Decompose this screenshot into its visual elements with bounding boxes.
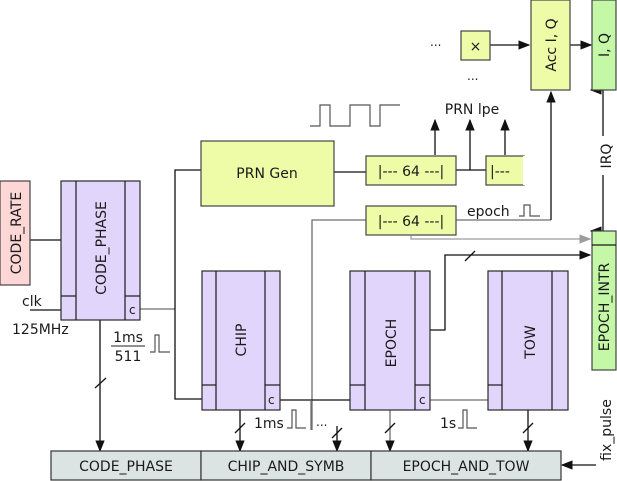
bus-field-epoch-and-tow[interactable] [370,450,562,481]
register-code-phase-label: CODE_PHASE [94,201,110,295]
bus-slash-mark [94,377,107,389]
wire-prn-chip-feed [174,169,202,400]
multiply-icon: × [470,39,482,55]
prn-waveform-icon [310,104,400,127]
pulse-icon [150,334,170,353]
pulse-icon [519,204,540,217]
register-chip[interactable]: CHIP c [201,270,281,411]
clk-label: clk [22,294,43,310]
shift-register-64-a[interactable]: |--- 64 ---| [365,155,457,186]
accumulator-iq-label: Acc I, Q [544,18,560,71]
register-code-phase[interactable]: CODE_PHASE c [60,180,141,321]
clock-port-label: c [419,393,426,407]
shift-register-partial[interactable]: |--- [485,155,525,186]
bus-slash-mark [234,422,246,434]
one-ms-label: 1ms [254,416,284,432]
pulse-icon [458,409,477,429]
shift-register-64-b-label: |--- 64 ---| [378,214,444,230]
register-iq[interactable]: I, Q [591,0,617,91]
fix-pulse-label: fix_pulse [599,399,615,461]
register-iq-label: I, Q [597,33,613,57]
bus-slash-mark [464,250,476,262]
register-code-rate-label: CODE_RATE [9,192,25,274]
register-epoch-label: EPOCH [384,319,400,368]
register-code-rate[interactable]: CODE_RATE [0,180,31,286]
shift-register-64-a-label: |--- 64 ---| [378,164,444,180]
prn-generator-label: PRN Gen [236,166,297,182]
prn-generator-block[interactable]: PRN Gen [200,140,335,207]
ellipsis-bottom: ... [316,415,327,429]
clk-frequency-label: 125MHz [12,322,69,338]
divider-numerator: 1ms [113,330,143,346]
shift-register-partial-label: |--- [490,164,510,180]
register-tow[interactable]: TOW [487,270,569,411]
status-bus: CODE_PHASE CHIP_AND_SYMB EPOCH_AND_TOW [50,450,562,481]
multiplier-block[interactable]: × [460,30,491,61]
wire-shift-to-intr [410,234,592,244]
bus-slash-mark [522,422,534,434]
bus-slash-mark [331,427,343,439]
bus-field-chip-and-symb[interactable] [200,450,372,481]
bus-slash-mark [384,422,396,434]
bus-field-epoch-and-tow-label: EPOCH_AND_TOW [403,459,530,475]
prn-lpe-label: PRN lpe [445,102,499,118]
register-epoch-intr-label: EPOCH_INTR [597,262,613,351]
wire-shift-b-in [311,219,366,430]
wire-epoch-to-intr [430,250,592,331]
bus-field-code-phase[interactable] [50,450,202,481]
epoch-label: epoch [467,204,510,220]
register-epoch-intr[interactable]: EPOCH_INTR [591,230,617,371]
irq-label: IRQ [599,144,615,169]
bus-field-chip-and-symb-label: CHIP_AND_SYMB [228,459,345,475]
ellipsis-top: ... [430,35,441,49]
shift-register-64-b[interactable]: |--- 64 ---| [365,205,457,236]
clock-port-label: c [129,303,136,317]
bus-field-code-phase-label: CODE_PHASE [79,459,173,475]
pulse-icon [287,409,306,429]
register-tow-label: TOW [523,325,539,360]
accumulator-iq[interactable]: Acc I, Q [530,0,571,91]
ellipsis-mid: ... [467,69,478,83]
register-epoch[interactable]: EPOCH c [349,270,431,411]
clock-port-label: c [268,393,275,407]
register-chip-label: CHIP [234,324,250,357]
one-s-label: 1s [440,416,456,432]
divider-denominator: 511 [115,349,142,365]
